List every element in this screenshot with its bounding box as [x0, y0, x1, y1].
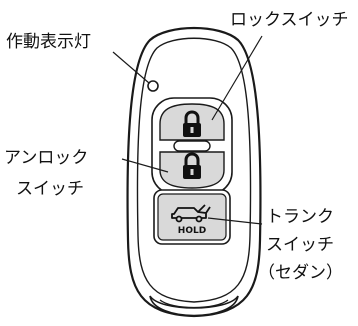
unlock-switch-leader [121, 158, 169, 173]
trunk-switch-leader [207, 217, 263, 225]
fob-inner-shell [136, 37, 252, 303]
lock-button-face[interactable] [159, 103, 225, 141]
lock-unlock-button-pod [151, 97, 233, 195]
car-trunk-icon [171, 204, 211, 223]
trunk-button-face[interactable] [157, 193, 227, 241]
indicator-lamp [147, 80, 159, 92]
unlock-switch-label-line1: アンロック [4, 148, 88, 168]
trunk-switch-label-line1: トランク [266, 207, 334, 227]
lock-unlock-divider [173, 140, 211, 152]
key-grip-slot [159, 299, 229, 309]
trunk-switch-label-line3: （セダン） [258, 263, 343, 283]
indicator-label: 作動表示灯 [6, 32, 91, 52]
lock-switch-label: ロックスイッチ [230, 10, 349, 30]
hold-label: HOLD [178, 226, 206, 236]
unlock-switch-label-line2: スイッチ [16, 179, 84, 199]
indicator-leader [112, 51, 150, 84]
lock-switch-leader [211, 35, 263, 121]
lock-button[interactable] [159, 103, 225, 141]
trunk-switch-label-line2: スイッチ [266, 235, 334, 255]
lock-icon [183, 110, 201, 137]
unlock-button[interactable] [159, 151, 225, 189]
trunk-button[interactable]: HOLD [153, 189, 231, 245]
unlock-icon [183, 152, 201, 179]
leader-lines [112, 35, 263, 225]
